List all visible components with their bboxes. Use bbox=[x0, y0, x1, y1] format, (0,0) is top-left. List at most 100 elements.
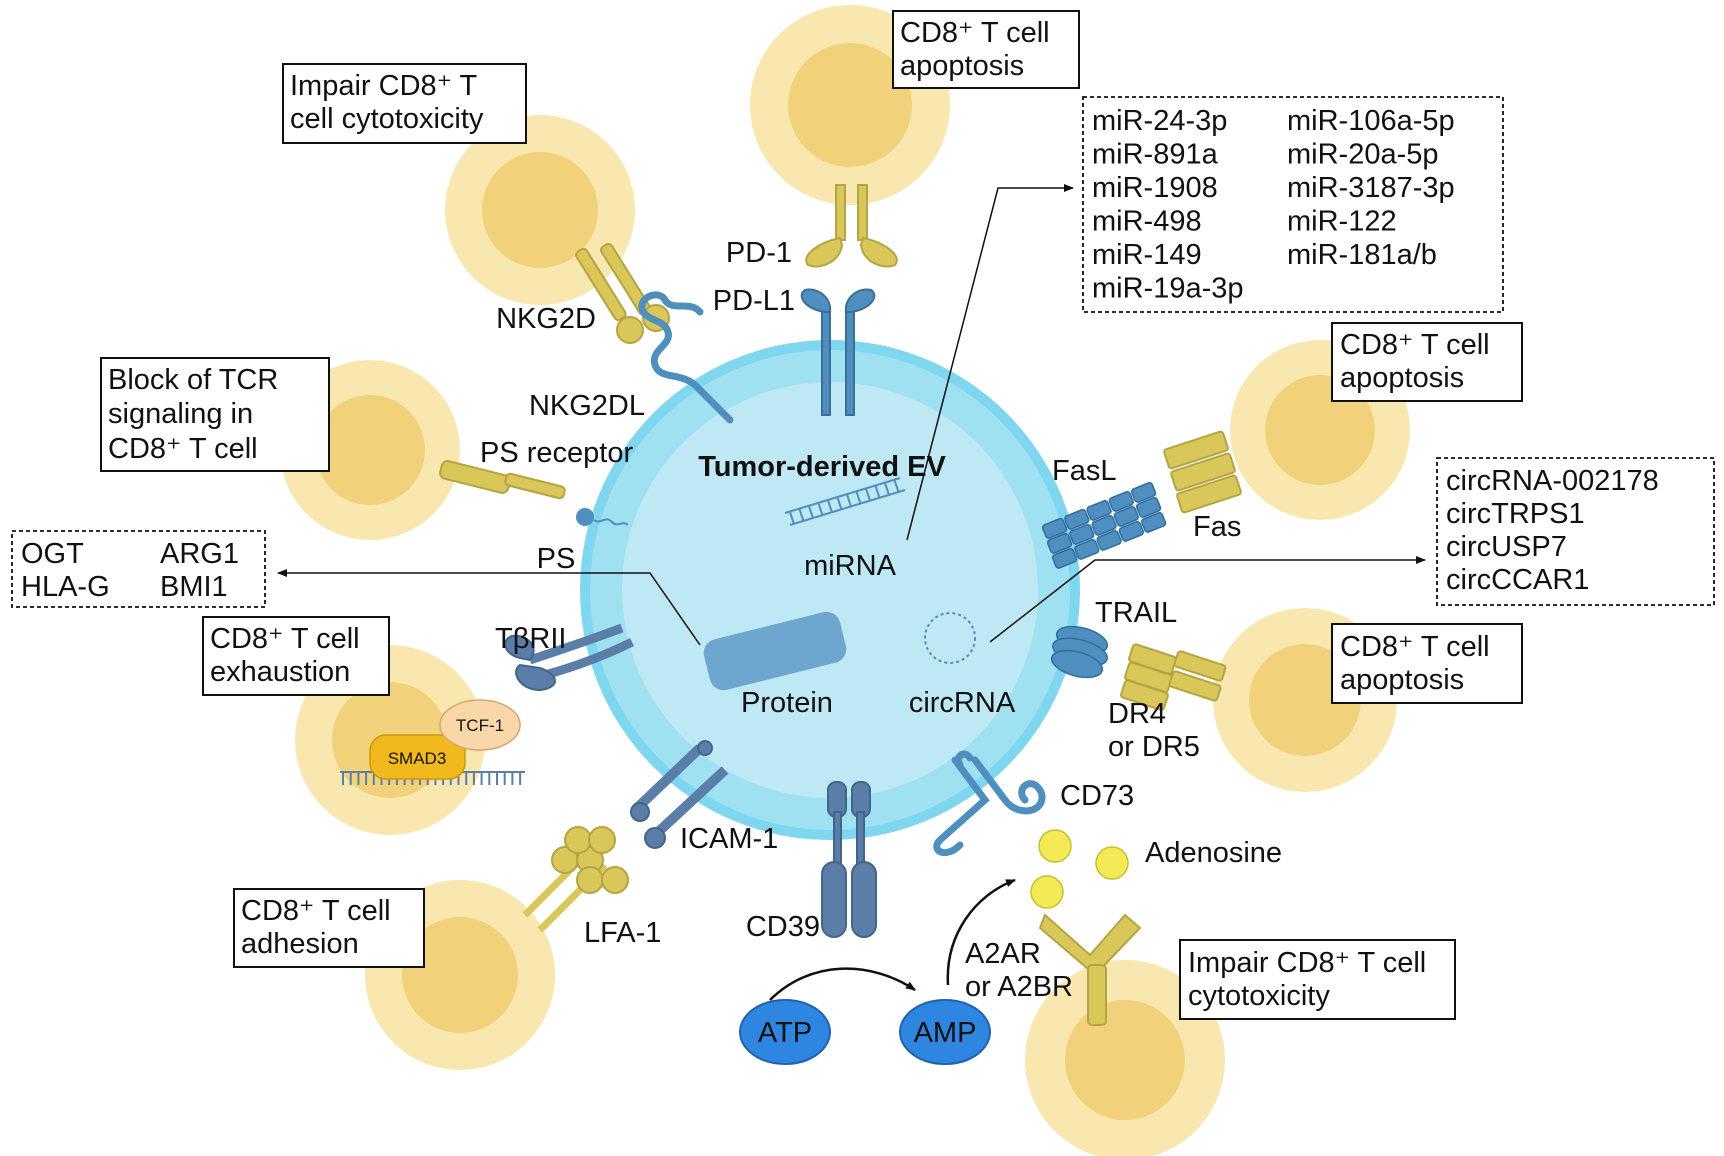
pdl1-ligand bbox=[800, 288, 876, 416]
dr-label-1: DR4 bbox=[1108, 698, 1166, 730]
circrna-item: circCCAR1 bbox=[1446, 564, 1589, 596]
circrna-label: circRNA bbox=[909, 687, 1016, 719]
fasl-ligand bbox=[1041, 481, 1167, 569]
mirna-item: miR-181a/b bbox=[1287, 239, 1437, 271]
protein-item: HLA-G bbox=[21, 571, 110, 603]
atp-to-amp-arrow bbox=[769, 967, 916, 1001]
effect-fas-line1: CD8⁺ T cell bbox=[1340, 329, 1490, 361]
dr-receptor bbox=[1120, 643, 1227, 711]
icam1-ligand bbox=[630, 740, 729, 849]
mirna-item: miR-20a-5p bbox=[1287, 139, 1439, 171]
mirna-item: miR-106a-5p bbox=[1287, 105, 1455, 137]
circrna-item: circUSP7 bbox=[1446, 531, 1567, 563]
icam1-label: ICAM-1 bbox=[680, 823, 778, 855]
protein-glyph bbox=[703, 611, 847, 691]
atp-node bbox=[739, 999, 831, 1065]
lfa1-label: LFA-1 bbox=[584, 917, 661, 949]
smad3-protein bbox=[369, 734, 466, 780]
tbrii-receptor bbox=[504, 623, 635, 692]
pdl1-label: PD-L1 bbox=[713, 285, 795, 317]
cd73-enzyme bbox=[933, 750, 1046, 857]
effect-nkg2d-line1: Impair CD8⁺ T bbox=[290, 70, 477, 102]
effect-box-top: CD8⁺ T cell apoptosis bbox=[892, 10, 1080, 89]
effect-box-trail: CD8⁺ T cell apoptosis bbox=[1331, 623, 1523, 704]
mirna-item: miR-19a-3p bbox=[1092, 273, 1244, 305]
dr-label-2: or DR5 bbox=[1108, 731, 1200, 763]
effect-box-exhaustion: CD8⁺ T cell exhaustion bbox=[202, 616, 390, 696]
nkg2dl-ligand bbox=[638, 291, 734, 424]
circrna-item: circRNA-002178 bbox=[1446, 465, 1659, 497]
circrna-connector bbox=[989, 556, 1426, 643]
effect-trail-line2: apoptosis bbox=[1340, 664, 1464, 696]
amp-label: AMP bbox=[914, 1017, 977, 1049]
trail-ligand bbox=[1050, 625, 1109, 679]
effect-box-tcr: Block of TCR signaling in CD8⁺ T cell bbox=[100, 357, 330, 472]
effect-adenosine-line1: Impair CD8⁺ T cell bbox=[1188, 947, 1426, 979]
fasl-label: FasL bbox=[1052, 455, 1116, 487]
ps-receptor-label: PS receptor bbox=[480, 437, 633, 469]
lfa1-receptor bbox=[522, 826, 629, 933]
fas-receptor bbox=[1163, 430, 1242, 514]
tcf1-label: TCF-1 bbox=[456, 716, 504, 735]
mirna-item: miR-149 bbox=[1092, 239, 1202, 271]
smad3-label: SMAD3 bbox=[388, 749, 447, 768]
effect-box-nkg2d: Impair CD8⁺ T cell cytotoxicity bbox=[282, 63, 527, 144]
cd73-label: CD73 bbox=[1060, 780, 1134, 812]
effect-fas-line2: apoptosis bbox=[1340, 362, 1464, 394]
mirna-item: miR-1908 bbox=[1092, 172, 1218, 204]
mirna-glyph bbox=[784, 477, 906, 526]
pd1-label: PD-1 bbox=[726, 237, 792, 269]
amp-node bbox=[899, 999, 991, 1065]
adenosine-label: Adenosine bbox=[1145, 837, 1282, 869]
a2ar-label-1: A2AR bbox=[965, 938, 1041, 970]
mirna-item: miR-122 bbox=[1287, 206, 1397, 238]
mirna-connector bbox=[906, 184, 1074, 541]
circrna-glyph bbox=[924, 612, 976, 664]
effect-tcr-line2: signaling in bbox=[108, 398, 253, 430]
effect-adhesion-line1: CD8⁺ T cell bbox=[241, 895, 391, 927]
tumor-ev: Tumor-derived EV bbox=[580, 340, 1080, 840]
protein-label: Protein bbox=[741, 687, 833, 719]
mirna-item: miR-3187-3p bbox=[1287, 172, 1455, 204]
circrna-item: circTRPS1 bbox=[1446, 498, 1585, 530]
effect-box-fas: CD8⁺ T cell apoptosis bbox=[1331, 322, 1523, 402]
protein-item: ARG1 bbox=[160, 538, 239, 570]
mirna-item: miR-498 bbox=[1092, 206, 1202, 238]
effect-exhaustion-line2: exhaustion bbox=[210, 656, 350, 688]
trail-label: TRAIL bbox=[1095, 597, 1177, 629]
effect-exhaustion-line1: CD8⁺ T cell bbox=[210, 623, 360, 655]
protein-item: OGT bbox=[21, 538, 84, 570]
effect-adenosine-line2: cytotoxicity bbox=[1188, 980, 1330, 1012]
tcf1-protein bbox=[439, 699, 521, 751]
effect-tcr-line3: CD8⁺ T cell bbox=[108, 433, 258, 465]
tbrii-label: TβRII bbox=[495, 623, 566, 655]
effect-top-line1: CD8⁺ T cell bbox=[900, 17, 1050, 49]
ps-receptor bbox=[439, 460, 566, 500]
ps-lipid bbox=[576, 508, 629, 526]
protein-item: BMI1 bbox=[160, 571, 228, 603]
cd39-enzyme bbox=[821, 781, 877, 938]
atp-label: ATP bbox=[758, 1017, 812, 1049]
ev-title: Tumor-derived EV bbox=[698, 451, 946, 483]
effect-adhesion-line2: adhesion bbox=[241, 928, 359, 960]
fas-label: Fas bbox=[1193, 511, 1241, 543]
pd1-receptor bbox=[805, 184, 898, 268]
effect-top-line2: apoptosis bbox=[900, 50, 1024, 82]
t-cell-adenosine bbox=[1025, 960, 1225, 1156]
a2ar-receptor bbox=[1038, 913, 1142, 1026]
adenosine-molecules bbox=[1030, 829, 1129, 909]
effect-box-adhesion: CD8⁺ T cell adhesion bbox=[233, 888, 425, 968]
amp-to-adenosine-arrow bbox=[946, 878, 1016, 986]
a2ar-label-2: or A2BR bbox=[965, 971, 1073, 1003]
effect-trail-line1: CD8⁺ T cell bbox=[1340, 631, 1490, 663]
nkg2d-receptor bbox=[575, 242, 670, 344]
effect-tcr-line1: Block of TCR bbox=[108, 364, 278, 396]
mirna-item: miR-891a bbox=[1092, 139, 1219, 171]
cd39-label: CD39 bbox=[746, 911, 820, 943]
protein-connector bbox=[277, 569, 701, 646]
nkg2dl-label: NKG2DL bbox=[529, 390, 645, 422]
